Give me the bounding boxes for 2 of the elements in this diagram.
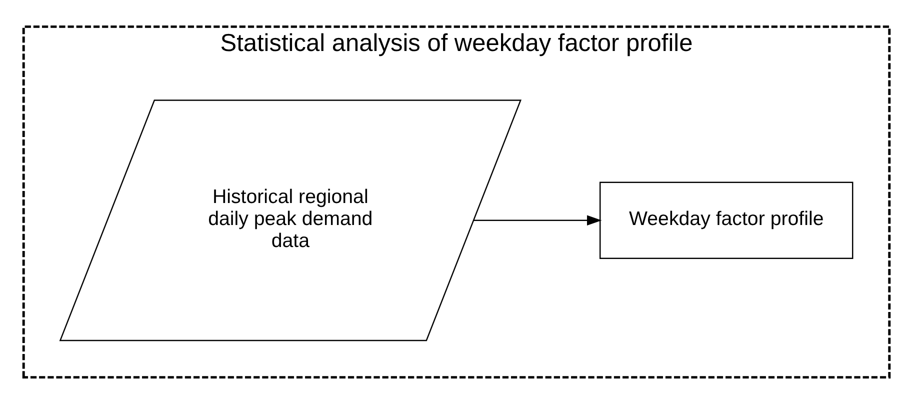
arrow bbox=[474, 214, 602, 226]
node-box: Weekday factor profile bbox=[600, 181, 854, 258]
